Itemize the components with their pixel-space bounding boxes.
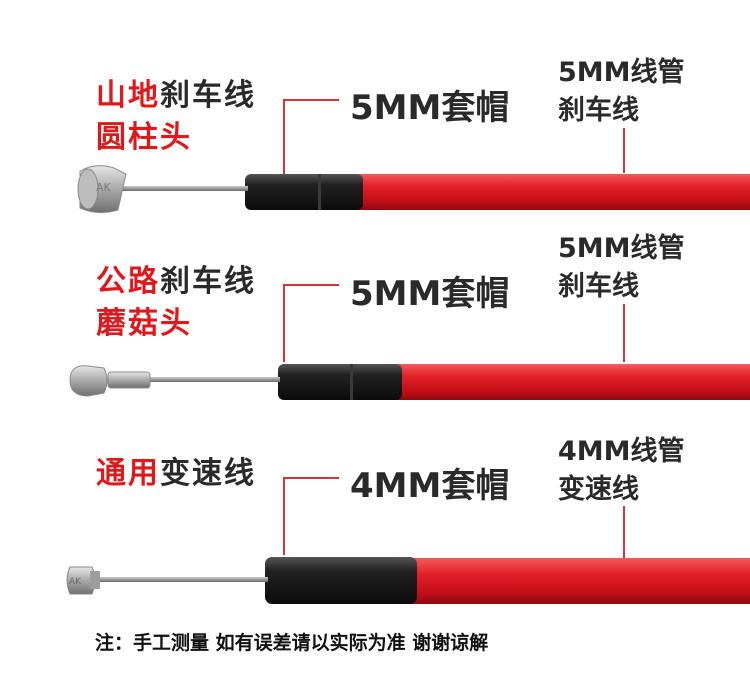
section-1-head-mark: AK bbox=[96, 181, 112, 194]
section-3-housing bbox=[405, 558, 750, 604]
section-3-cap-label: 4MM套帽 bbox=[350, 466, 510, 506]
section-2-cap-label: 5MM套帽 bbox=[350, 274, 510, 314]
section-1-housing bbox=[355, 174, 750, 210]
section-2-spec-line1: 5MM线管 bbox=[558, 233, 685, 264]
section-1-spec-line1: 5MM线管 bbox=[558, 57, 685, 88]
section-3-cable: AK bbox=[66, 557, 750, 604]
section-3-title-rest: 变速线 bbox=[160, 456, 256, 491]
section-2-spec: 5MM线管 刹车线 bbox=[558, 230, 685, 306]
section-1-barrel-head: AK bbox=[77, 165, 127, 214]
section-1-wire bbox=[122, 186, 248, 191]
footer-note: 注：手工测量 如有误差请以实际为准 谢谢谅解 bbox=[95, 632, 489, 654]
section-2-ferrule-band bbox=[350, 364, 353, 400]
section-2-mushroom-head bbox=[69, 365, 151, 397]
section-2-head-label: 蘑菇头 bbox=[96, 306, 192, 341]
section-3-spec-line1: 4MM线管 bbox=[558, 436, 685, 467]
section-1-cap-leader-h bbox=[283, 99, 339, 101]
section-3-title-highlight: 通用 bbox=[96, 456, 160, 491]
section-1-head-label: 圆柱头 bbox=[96, 120, 192, 155]
section-3-cap-leader-v bbox=[283, 477, 285, 555]
section-2-cable bbox=[69, 364, 750, 400]
section-1-spec-line2: 刹车线 bbox=[558, 95, 639, 126]
section-1-title-rest: 刹车线 bbox=[160, 78, 256, 113]
section-1-title: 山地刹车线 bbox=[96, 70, 256, 114]
section-3-ferrule bbox=[265, 557, 417, 604]
section-1-spec: 5MM线管 刹车线 bbox=[558, 54, 685, 130]
section-3-spec-leader bbox=[623, 506, 625, 558]
section-3-barrel-head: AK bbox=[66, 566, 100, 595]
section-2-spec-line2: 刹车线 bbox=[558, 271, 639, 302]
section-3-title: 通用变速线 bbox=[96, 448, 256, 492]
section-2-title-rest: 刹车线 bbox=[160, 264, 256, 299]
section-1-title-highlight: 山地 bbox=[96, 78, 160, 113]
section-1-cable: AK bbox=[77, 165, 750, 214]
section-2-title-highlight: 公路 bbox=[96, 264, 160, 299]
section-1-ferrule-band bbox=[318, 174, 321, 210]
section-3-wire bbox=[98, 577, 268, 582]
section-1-cap-label: 5MM套帽 bbox=[350, 88, 510, 128]
section-2-cap-leader-h bbox=[283, 284, 339, 286]
section-3-spec: 4MM线管 变速线 bbox=[558, 433, 685, 509]
section-3-head-mark: AK bbox=[69, 577, 82, 587]
section-2-spec-leader bbox=[623, 304, 625, 362]
section-1-spec-leader bbox=[623, 128, 625, 173]
section-2-cap-leader-v bbox=[283, 284, 285, 362]
section-1-cap-leader-v bbox=[283, 99, 285, 174]
section-2-housing bbox=[392, 364, 750, 400]
section-2-title: 公路刹车线 bbox=[96, 256, 256, 300]
section-2-ferrule bbox=[278, 364, 402, 400]
section-1-ferrule bbox=[245, 174, 363, 210]
section-3-cap-leader-h bbox=[283, 477, 339, 479]
section-2-wire bbox=[148, 377, 280, 382]
section-3-spec-line2: 变速线 bbox=[558, 474, 639, 505]
